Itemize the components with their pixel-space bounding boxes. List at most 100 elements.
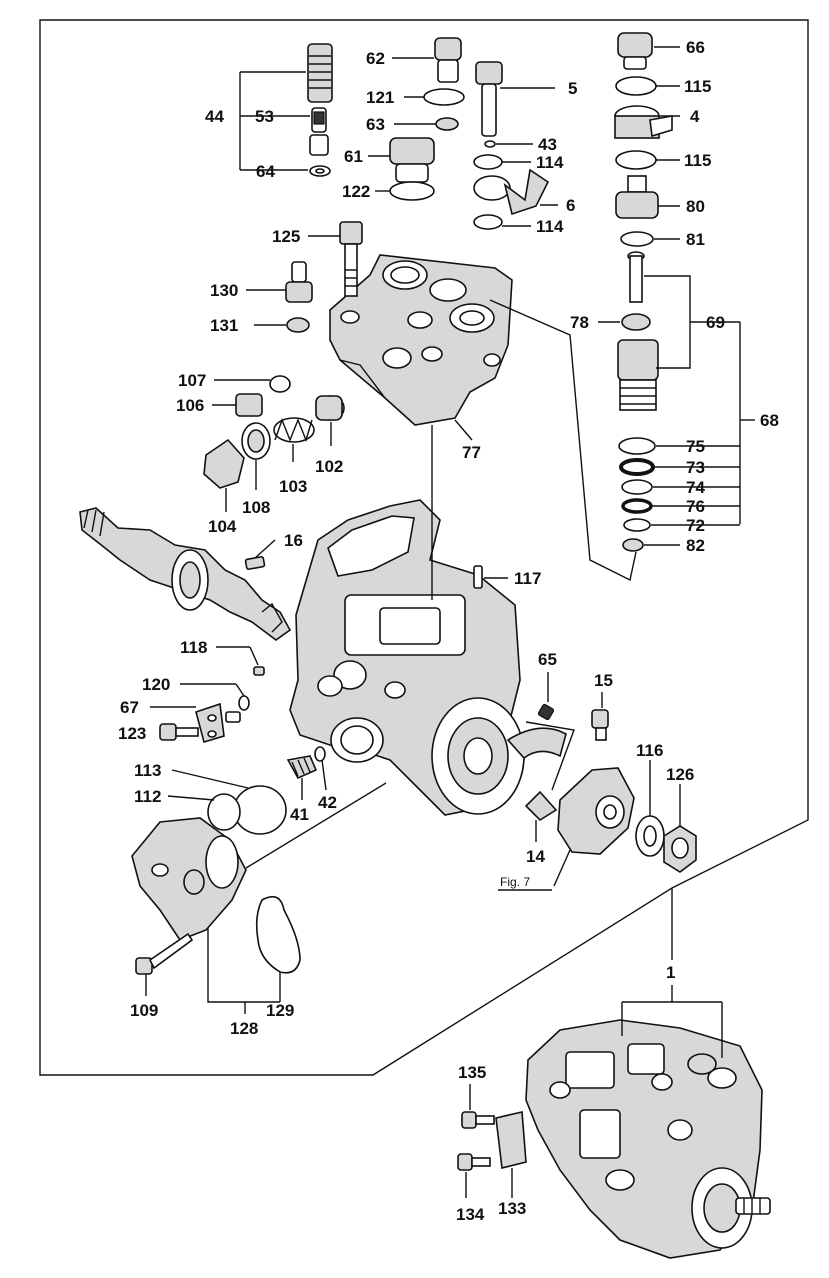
part-106-plug [235, 393, 263, 417]
label-106: 106 [176, 396, 204, 415]
label-104: 104 [208, 517, 237, 536]
drive-shaft [79, 507, 292, 641]
label-115-lower: 115 [684, 151, 711, 170]
part-125-bolt [339, 221, 363, 297]
label-113: 113 [134, 761, 161, 780]
part-115-washer-upper [615, 76, 657, 96]
label-126: 126 [666, 765, 694, 784]
part-109-bolt [135, 932, 194, 975]
label-65: 65 [538, 650, 557, 669]
part-130-fitting [285, 261, 313, 303]
label-114-upper: 114 [536, 153, 564, 172]
part-80-valve-holder [615, 175, 659, 219]
label-72: 72 [686, 516, 705, 535]
part-121-o-ring [423, 88, 465, 106]
label-133: 133 [498, 1199, 526, 1218]
part-41-plug [286, 755, 318, 780]
label-135: 135 [458, 1063, 486, 1082]
label-107: 107 [178, 371, 206, 390]
label-108: 108 [242, 498, 270, 517]
label-102: 102 [315, 457, 343, 476]
label-129: 129 [266, 1001, 294, 1020]
part-81-o-ring [620, 231, 654, 247]
part-67-plate [195, 702, 241, 744]
part-131-washer [286, 317, 310, 333]
part-114-washer-lower [473, 214, 503, 230]
part-133-bracket [495, 1111, 527, 1169]
label-78: 78 [570, 313, 589, 332]
label-116: 116 [636, 741, 663, 760]
part-120-o-ring [238, 695, 250, 711]
label-134: 134 [456, 1205, 485, 1224]
label-123: 123 [118, 724, 146, 743]
label-1: 1 [666, 963, 675, 982]
part-69-plunger-barrel [617, 251, 659, 411]
label-118: 118 [180, 638, 207, 657]
part-104-plug [203, 438, 245, 489]
part-62-plug [434, 37, 462, 83]
part-117-pin [473, 565, 483, 589]
part-102-sleeve [315, 395, 345, 421]
label-114-lower: 114 [536, 217, 564, 236]
label-16: 16 [284, 531, 303, 550]
label-121: 121 [366, 88, 394, 107]
part-113-gasket [233, 785, 287, 835]
label-14: 14 [526, 847, 545, 866]
part-118-key [253, 666, 265, 676]
label-76: 76 [686, 497, 705, 516]
label-128: 128 [230, 1019, 258, 1038]
part-129-gasket [255, 895, 301, 974]
label-73: 73 [686, 458, 705, 477]
part-76-ring [621, 498, 653, 514]
part-16-key [244, 556, 266, 570]
part-122-o-ring [389, 181, 435, 201]
part-66-plug [617, 32, 653, 70]
part-115-washer-lower [615, 150, 657, 170]
part-135-bolt [461, 1111, 495, 1129]
label-131: 131 [210, 316, 238, 335]
part-63-washer [435, 117, 459, 131]
part-5-banjo-bolt [475, 61, 503, 137]
part-73-ring [619, 458, 655, 476]
label-66: 66 [686, 38, 705, 57]
label-63: 63 [366, 115, 385, 134]
label-117: 117 [514, 569, 541, 588]
label-112: 112 [134, 787, 161, 806]
part-44-connector [307, 43, 333, 177]
label-115-upper: 115 [684, 77, 711, 96]
part-6-banjo-fitting [473, 168, 550, 216]
label-64: 64 [256, 162, 275, 181]
part-14-bracket [506, 727, 567, 822]
part-77-pump-head [329, 254, 513, 426]
part-42-o-ring [314, 746, 326, 762]
label-61: 61 [344, 147, 363, 166]
label-103: 103 [279, 477, 307, 496]
part-112-gasket [207, 793, 241, 831]
label-15: 15 [594, 671, 613, 690]
part-114-washer-upper [473, 154, 503, 170]
part-15-bolt [591, 709, 609, 741]
figure-reference: Fig. 7 [500, 875, 530, 889]
label-41: 41 [290, 805, 309, 824]
label-81: 81 [686, 230, 705, 249]
part-72-ring [623, 518, 651, 532]
governor-assembly-fig7 [557, 767, 635, 855]
label-69: 69 [706, 313, 725, 332]
part-1-injection-pump-assembly [525, 1019, 771, 1259]
label-68: 68 [760, 411, 779, 430]
label-122: 122 [342, 182, 370, 201]
label-62: 62 [366, 49, 385, 68]
part-74-ring [621, 479, 653, 495]
part-75-o-ring [618, 437, 656, 455]
label-53: 53 [255, 107, 274, 126]
label-125: 125 [272, 227, 300, 246]
part-134-bolt [457, 1153, 491, 1171]
part-61-plug [389, 137, 435, 183]
part-65-screw [537, 703, 555, 721]
label-43: 43 [538, 135, 557, 154]
label-74: 74 [686, 478, 705, 497]
label-4: 4 [690, 107, 700, 126]
label-6: 6 [566, 196, 575, 215]
label-130: 130 [210, 281, 238, 300]
